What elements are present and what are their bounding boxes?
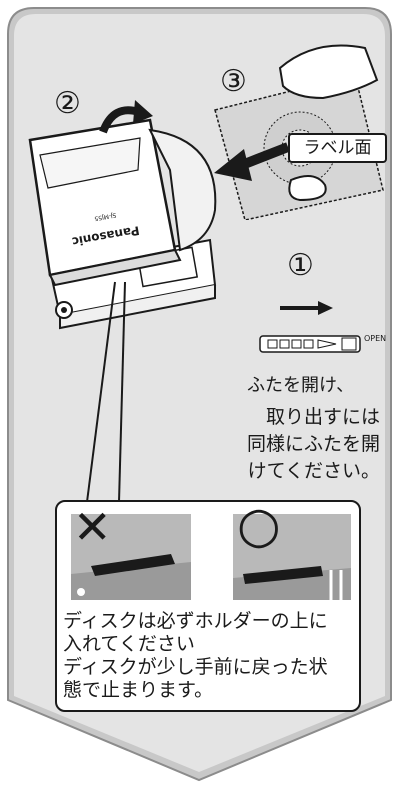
instruction-remove-line-3: けてください。 <box>247 460 380 482</box>
instruction-remove-line-2: 同様にふたを開 <box>246 433 380 455</box>
incorrect-placement-photo <box>71 514 191 600</box>
caution-note-line-2: 入れてください <box>63 633 195 655</box>
insert-arrow-icon <box>214 142 290 181</box>
step-2-number: ② <box>54 86 81 121</box>
caution-note-line-1: ディスクは必ずホルダーの上に <box>63 610 328 632</box>
disc-player-illustration: Panasonic SJ-MJ55 <box>28 118 217 330</box>
curved-arrow-icon <box>99 100 153 134</box>
instruction-open: ふたを開け、 <box>247 375 355 396</box>
caution-note-line-4: 態で止まります。 <box>63 679 214 701</box>
step-1-number: ① <box>287 248 314 283</box>
open-label: OPEN <box>364 334 387 343</box>
step-3-number: ③ <box>220 64 247 99</box>
disc-label-box: ラベル面 <box>288 133 387 163</box>
instruction-remove-line-1: 取り出すには <box>265 406 380 428</box>
ok-mark: ○ <box>237 496 281 554</box>
caution-box: ✕ ○ ディスクは必ずホルダーの上に 入れてください ディスクが少し手前に戻った… <box>55 496 361 712</box>
correct-placement-photo <box>233 514 351 600</box>
caution-note-line-3: ディスクが少し手前に戻った状 <box>63 656 328 678</box>
right-arrow-icon <box>280 301 333 315</box>
ng-mark: ✕ <box>73 500 112 554</box>
callout-lines <box>86 281 126 503</box>
open-slider-switch <box>259 335 361 353</box>
model-text: SJ-MJ55 <box>94 211 117 222</box>
